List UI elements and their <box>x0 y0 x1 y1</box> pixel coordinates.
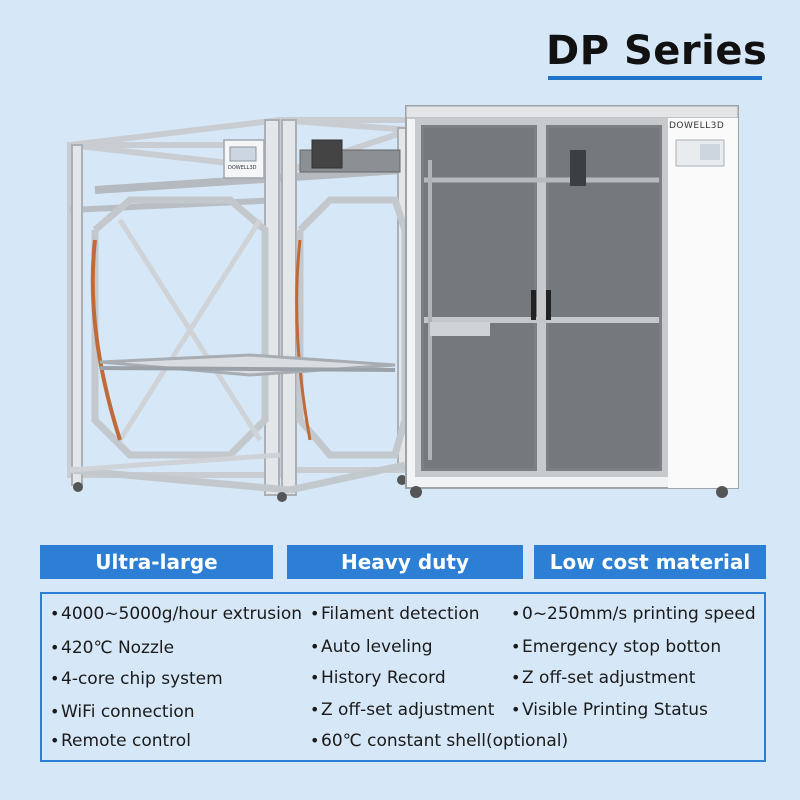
feature-item: •History Record <box>310 668 446 688</box>
feature-item: •WiFi connection <box>50 702 195 722</box>
enclosed-cabinet-printer <box>405 105 739 498</box>
badge-heavy-duty: Heavy duty <box>287 545 523 579</box>
badge-low-cost-material: Low cost material <box>534 545 766 579</box>
feature-item: •0~250mm/s printing speed <box>511 604 756 624</box>
open-frame-printer <box>67 116 413 502</box>
feature-item: •Emergency stop botton <box>511 637 722 657</box>
feature-item: •Visible Printing Status <box>511 700 708 720</box>
frame-brand-label: DOWELL3D <box>228 165 257 171</box>
badge-ultra-large: Ultra-large <box>40 545 273 579</box>
feature-item: •4-core chip system <box>50 669 223 689</box>
feature-item: •4000~5000g/hour extrusion <box>50 604 303 624</box>
feature-list-box <box>40 592 766 762</box>
page-title: DP Series <box>546 28 768 74</box>
feature-item: •60℃ constant shell(optional) <box>310 731 569 751</box>
feature-item: •420℃ Nozzle <box>50 638 175 658</box>
feature-item: •Z off-set adjustment <box>310 700 495 720</box>
product-illustration <box>67 105 739 502</box>
feature-item: •Filament detection <box>310 604 480 624</box>
feature-item: •Auto leveling <box>310 637 433 657</box>
feature-item: •Z off-set adjustment <box>511 668 696 688</box>
feature-item: •Remote control <box>50 731 191 751</box>
cabinet-brand-label: DOWELL3D <box>669 121 725 131</box>
title-underline <box>548 76 762 80</box>
